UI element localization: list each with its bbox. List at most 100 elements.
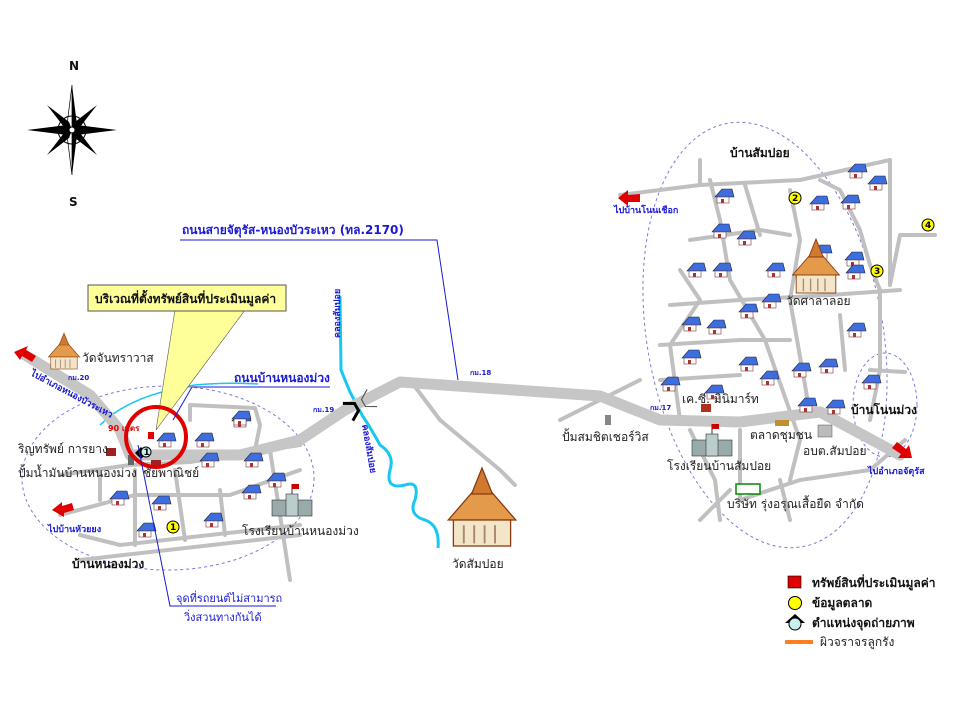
temple-wat-chanthrawat-icon bbox=[47, 332, 81, 370]
house-icon bbox=[686, 262, 707, 278]
house-icon bbox=[241, 484, 262, 500]
house-icon bbox=[714, 188, 735, 204]
house-icon bbox=[194, 432, 215, 448]
arrow-to-nong-bua-rawe-icon bbox=[14, 346, 36, 362]
school-som-poi-icon bbox=[691, 424, 733, 457]
house-icon bbox=[712, 262, 733, 278]
house-icon bbox=[761, 293, 782, 309]
house-icon bbox=[844, 251, 865, 267]
label-ban-som-poi: บ้านสัมปอย bbox=[730, 146, 790, 160]
km-marker-20: กม.20 bbox=[68, 374, 89, 382]
house-icon bbox=[845, 264, 866, 280]
house-icon bbox=[660, 376, 681, 392]
arrow-to-chatturat-icon bbox=[892, 442, 912, 458]
house-icon bbox=[738, 303, 759, 319]
house-icon bbox=[825, 399, 846, 415]
house-icon bbox=[791, 362, 812, 378]
temple-wat-som-poi-icon bbox=[446, 466, 518, 547]
house-icon bbox=[151, 495, 172, 511]
house-icon bbox=[136, 522, 157, 538]
market-point-3[interactable]: 3 bbox=[870, 264, 884, 278]
house-icon bbox=[765, 262, 786, 278]
callout-box bbox=[87, 284, 287, 312]
house-icon bbox=[861, 374, 882, 390]
label-company: บริษัท รุ่งอรุณเสื้อยืด จำกัด bbox=[727, 495, 864, 512]
local-road-label: ถนนบ้านหนองม่วง bbox=[234, 371, 330, 385]
legend-laterite-icon bbox=[785, 640, 813, 644]
legend-market-icon bbox=[788, 596, 802, 610]
house-icon bbox=[203, 512, 224, 528]
photo-point-icon[interactable]: 1 bbox=[135, 446, 152, 459]
zone-nong-muang bbox=[21, 385, 315, 571]
legend-property-icon bbox=[787, 575, 802, 589]
shop-icons bbox=[106, 404, 833, 495]
temples bbox=[47, 237, 841, 547]
narrow-point-line1: จุดที่รถยนต์ไม่สามารถ bbox=[176, 590, 282, 605]
house-icon bbox=[704, 384, 725, 400]
house-icon bbox=[681, 349, 702, 365]
label-gas-station-somchit: ปั้มสมชิตเชอร์วิส bbox=[562, 428, 649, 444]
market-point-2[interactable]: 2 bbox=[788, 191, 802, 205]
svg-text:4: 4 bbox=[925, 221, 931, 231]
house-icon bbox=[847, 163, 868, 179]
svg-text:1: 1 bbox=[170, 523, 176, 533]
stream bbox=[99, 382, 259, 426]
house-icon bbox=[809, 195, 830, 211]
highway-label: ถนนสายจัตุรัส-หนองบัวระเหว (ทล.2170) bbox=[182, 223, 404, 238]
svg-text:3: 3 bbox=[874, 267, 880, 277]
main-road-highway-2170 bbox=[19, 349, 906, 461]
legend-property-label: ทรัพย์สินที่ประเมินมูลค่า bbox=[812, 574, 936, 591]
km-marker-18: กม.18 bbox=[470, 369, 491, 377]
house-icon bbox=[797, 397, 818, 413]
legend-market-label: ข้อมูลตลาด bbox=[812, 596, 873, 611]
callout-property-area: บริเวณที่ตั้งทรัพย์สินที่ประเมินมูลค่า bbox=[95, 289, 276, 307]
label-wat-sala-loi: วัดศาลาลอย bbox=[786, 294, 851, 308]
local-road-leader-line bbox=[172, 386, 330, 421]
direction-chatturat: ไปอำเภอจัตุรัส bbox=[867, 465, 925, 477]
narrow-point-line2: วิ่งสวนทางกันได้ bbox=[183, 609, 261, 624]
narrow-point-leader-line bbox=[137, 444, 276, 607]
house-icon bbox=[738, 356, 759, 372]
direction-huai-yong: ไปบ้านหัวยยง bbox=[47, 523, 101, 535]
canal-stream bbox=[338, 295, 440, 549]
compass-rose-icon bbox=[27, 84, 117, 176]
house-icon bbox=[706, 319, 727, 335]
house-icon bbox=[231, 410, 252, 426]
label-school-nong-muang: โรงเรียนบ้านหนองม่วง bbox=[242, 524, 359, 538]
distance-label: 90 เมตร bbox=[108, 424, 140, 433]
svg-text:1: 1 bbox=[144, 448, 150, 458]
house-icon bbox=[681, 316, 702, 332]
label-ban-non-muang: บ้านโนนม่วง bbox=[851, 402, 917, 417]
direction-non-chueak: ไปบ้านโนนเชือก bbox=[613, 204, 678, 216]
highway-leader-line bbox=[180, 239, 459, 381]
legend-laterite-label: ผิวจราจรลูกรัง bbox=[820, 635, 894, 650]
label-wat-chanthrawat: วัดจันทราวาส bbox=[82, 351, 154, 365]
label-wat-som-poi: วัดสัมปอย bbox=[452, 557, 504, 571]
house-icon bbox=[818, 358, 839, 374]
house-icon bbox=[759, 370, 780, 386]
canal-label-north: คลองสัมปอย bbox=[332, 289, 343, 338]
market-point-1[interactable]: 1 bbox=[166, 520, 180, 534]
legend-photo-label: ตำแหน่งจุดถ่ายภาพ bbox=[812, 616, 915, 631]
house-icon bbox=[840, 194, 861, 210]
canal-label-south: คลองสัมปอย bbox=[359, 424, 378, 474]
house-icon bbox=[711, 223, 732, 239]
north-label: N bbox=[69, 59, 79, 73]
label-sao-som-poi: อบต.สัมปอย bbox=[803, 444, 867, 458]
property-highlight-circle bbox=[124, 405, 188, 469]
house-icon bbox=[867, 175, 888, 191]
label-rubber-shop: ริญทรัพย์ การยาง bbox=[17, 442, 107, 456]
temple-wat-sala-loi-icon bbox=[791, 237, 841, 294]
km-marker-17: กม.17 bbox=[650, 404, 671, 412]
label-market: ตลาดชุมชน bbox=[750, 428, 812, 443]
legend: ทรัพย์สินที่ประเมินมูลค่า ข้อมูลตลาด ตำแ… bbox=[785, 574, 936, 650]
market-point-4[interactable]: 4 bbox=[921, 218, 935, 232]
house-icon bbox=[109, 490, 130, 506]
house-icon bbox=[156, 432, 177, 448]
property-marker[interactable] bbox=[148, 432, 154, 439]
svg-text:2: 2 bbox=[792, 194, 798, 204]
house-icon bbox=[199, 452, 220, 468]
arrow-to-non-chueak-icon bbox=[618, 190, 640, 206]
house-icon bbox=[266, 472, 287, 488]
